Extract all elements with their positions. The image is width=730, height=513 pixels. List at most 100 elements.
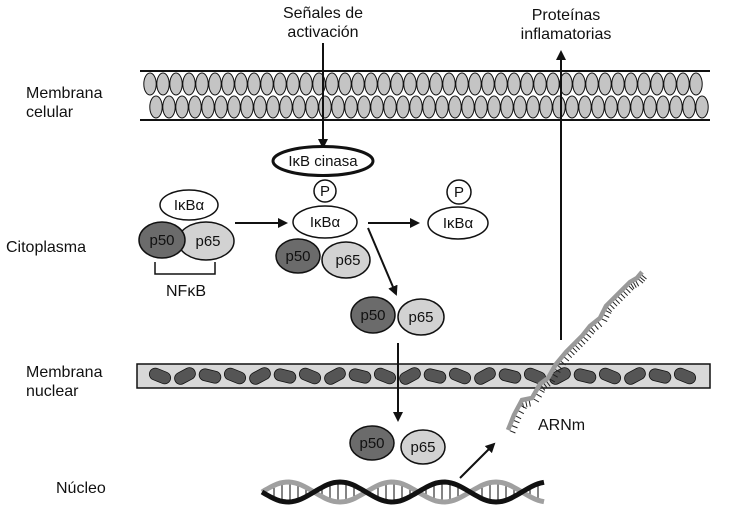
- lipid-bead: [513, 95, 527, 119]
- nuclear-membrane-label-line2: nuclear: [26, 383, 79, 400]
- nfkb-label: NFκB: [166, 283, 206, 300]
- lipid-bead: [409, 95, 423, 119]
- mrna-nucleotide: [583, 336, 589, 342]
- lipid-bead: [299, 72, 313, 96]
- compartment-labels: Membrana celular Citoplasma Membrana nuc…: [6, 85, 106, 497]
- lipid-bead: [533, 72, 547, 96]
- nuclear-pore-blob: [673, 367, 697, 385]
- lipid-bead: [682, 95, 696, 119]
- lipid-bead: [494, 72, 508, 96]
- mrna-nucleotide: [607, 307, 613, 313]
- lipid-bead: [364, 72, 378, 96]
- lipid-bead: [656, 95, 670, 119]
- mrna-nucleotide: [601, 318, 608, 323]
- lipid-bead: [156, 72, 170, 96]
- lipid-bead: [546, 72, 560, 96]
- mrna-nucleotide: [533, 398, 540, 403]
- nuclear-pore-blob: [324, 367, 346, 385]
- nuclear-pore-blob: [448, 367, 472, 385]
- mrna-nucleotide: [543, 383, 548, 389]
- lipid-bead: [370, 95, 384, 119]
- lipid-bead: [611, 72, 625, 96]
- lipid-bead: [279, 95, 293, 119]
- nuclear-pore-blob: [223, 367, 247, 385]
- lipid-bead: [637, 72, 651, 96]
- lipid-bead: [500, 95, 514, 119]
- mrna-nucleotide: [588, 330, 595, 335]
- lipid-bead: [247, 72, 261, 96]
- lipid-bead: [481, 72, 495, 96]
- inactive-nfkb-complex: IκBα p65 p50 NFκB: [138, 189, 235, 300]
- ikb-kinase-label: IκB cinasa: [288, 153, 358, 170]
- mrna-nucleotide: [557, 364, 563, 370]
- lipid-bead: [650, 72, 664, 96]
- phosphate-center: [313, 179, 337, 203]
- lipid-bead: [520, 72, 534, 96]
- lipid-bead: [221, 72, 235, 96]
- nuclear-pore-blob: [148, 367, 172, 385]
- lipid-bead: [695, 95, 709, 119]
- p65-center: [321, 241, 371, 279]
- lipid-bead: [552, 95, 566, 119]
- lipid-bead: [442, 72, 456, 96]
- mrna-nucleotide: [513, 420, 520, 424]
- lipid-bead: [507, 72, 521, 96]
- lipid-bead: [604, 95, 618, 119]
- ikba-left-label: IκBα: [174, 197, 205, 214]
- lipid-bead: [572, 72, 586, 96]
- lipid-bead: [357, 95, 371, 119]
- lipid-bead: [669, 95, 683, 119]
- nfkb-bracket: [154, 262, 216, 275]
- mrna-nucleotide: [605, 310, 612, 314]
- mrna-nucleotide: [630, 283, 635, 290]
- activation-signals-label-line2: activación: [287, 24, 358, 41]
- mrna-nucleotide: [594, 324, 599, 330]
- mrna-nucleotide: [554, 369, 561, 373]
- mrna-nucleotide: [549, 378, 556, 383]
- lipid-bead: [331, 95, 345, 119]
- lipid-bead: [234, 72, 248, 96]
- cell-membrane: [140, 70, 710, 121]
- lipid-bead: [578, 95, 592, 119]
- p65-center-label: p65: [335, 252, 360, 269]
- lipid-bead: [598, 72, 612, 96]
- lipid-bead: [383, 95, 397, 119]
- mrna-nucleotide: [511, 425, 518, 429]
- lipid-bead: [539, 95, 553, 119]
- arrows: [235, 43, 566, 479]
- lipid-bead: [474, 95, 488, 119]
- mrna-nucleotide: [609, 304, 615, 310]
- nuclear-membrane: [136, 363, 711, 389]
- ikba-right-label: IκBα: [443, 215, 474, 232]
- mrna-nucleotide: [572, 347, 578, 353]
- p50-left-label: p50: [149, 232, 174, 249]
- lipid-bead: [663, 72, 677, 96]
- p50-center-label: p50: [285, 248, 310, 265]
- mrna-nucleotide: [641, 274, 647, 280]
- ikba-left: [159, 189, 219, 221]
- lipid-bead: [292, 95, 306, 119]
- inflammatory-proteins-label-line2: inflamatorias: [521, 26, 612, 43]
- lipid-bead: [643, 95, 657, 119]
- lipid-bead: [435, 95, 449, 119]
- lipid-bead: [201, 95, 215, 119]
- mrna-nucleotide: [628, 285, 634, 291]
- p65-left-label: p65: [195, 233, 220, 250]
- arrow-release-nfkb: [367, 227, 398, 296]
- mrna-nucleotide: [569, 350, 575, 356]
- mrna-nucleotide: [540, 385, 546, 391]
- mrna-nucleotide: [632, 282, 637, 288]
- mrna-nucleotide: [546, 381, 551, 387]
- p50-cytoplasm-label: p50: [360, 307, 385, 324]
- mrna-nucleotide: [597, 321, 603, 328]
- ikba-right: [427, 206, 489, 240]
- lipid-bead: [487, 95, 501, 119]
- nuclear-membrane-label-line1: Membrana: [26, 364, 103, 381]
- lipid-bead: [149, 95, 163, 119]
- lipid-bead: [143, 72, 157, 96]
- lipid-bead: [422, 95, 436, 119]
- lipid-bead: [195, 72, 209, 96]
- lipid-bead: [429, 72, 443, 96]
- lipid-bead: [455, 72, 469, 96]
